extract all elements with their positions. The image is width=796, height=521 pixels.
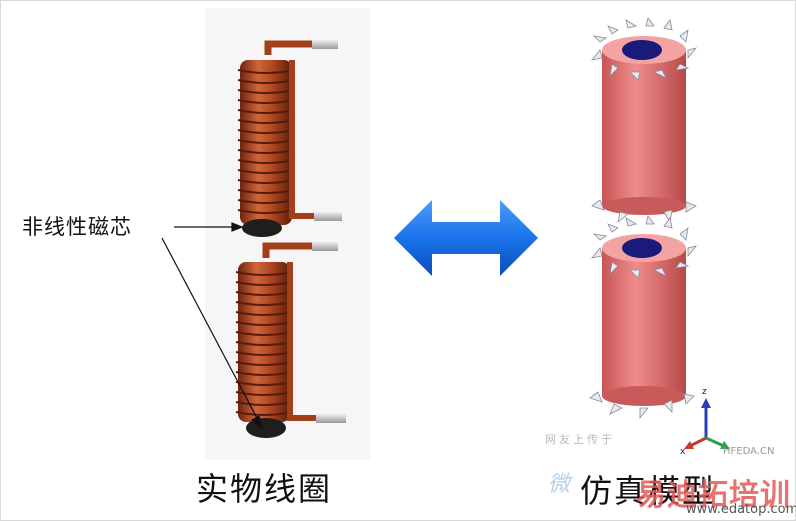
upper-core (242, 219, 282, 237)
callout-line-lower (161, 237, 259, 421)
lower-top-wire (262, 242, 312, 258)
sim-upper-mesh-teeth (591, 17, 698, 224)
sim-lower-core-hole (622, 238, 662, 258)
lower-return-wire (287, 262, 316, 421)
upper-top-lead (312, 40, 338, 49)
upper-top-wire (264, 40, 312, 55)
axis-z-arrowhead (701, 398, 711, 408)
callout-arrowhead-lower (250, 415, 264, 430)
sim-lower-cylinder (589, 215, 698, 420)
lower-core (246, 418, 286, 438)
watermark-site-logo: 易迪拓培训 (636, 478, 791, 513)
double-arrow-icon (394, 200, 538, 276)
lower-bottom-lead (316, 414, 346, 423)
sim-lower-body (602, 248, 686, 396)
sim-lower-bottom (602, 386, 686, 406)
lower-top-lead (312, 242, 338, 251)
upper-coil (237, 40, 342, 237)
sim-upper-body (602, 50, 686, 206)
sim-upper-core-hole (622, 40, 662, 60)
watermark-ghost-glyph: 微 (548, 472, 571, 497)
watermark-hfeda: HFEDA.CN (723, 446, 775, 457)
axis-x-label: x (680, 447, 686, 457)
sim-lower-mesh-teeth (589, 215, 698, 420)
watermark-ghost-text: 网友上传于 (545, 433, 615, 446)
real-coil-caption: 实物线圈 (196, 470, 333, 508)
axis-y-line (705, 436, 725, 448)
upper-bottom-lead (314, 212, 342, 221)
sim-upper-bottom (602, 197, 686, 215)
axis-x-line (689, 436, 707, 448)
axis-x-arrowhead (684, 441, 694, 449)
axis-y-arrowhead (720, 441, 730, 449)
nonlinear-core-label: 非线性磁芯 (22, 215, 132, 239)
upper-return-wire (289, 60, 314, 219)
callout-arrowhead-upper (231, 222, 244, 232)
axis-z-label: z (702, 387, 707, 397)
watermark-site-url: www.edatop.com (686, 502, 796, 517)
sim-model-caption: 仿真模型 (580, 472, 717, 510)
core-callouts (161, 222, 264, 430)
axis-triad (684, 398, 730, 449)
lower-coil-body (238, 262, 290, 422)
sim-upper-cylinder (591, 17, 698, 224)
